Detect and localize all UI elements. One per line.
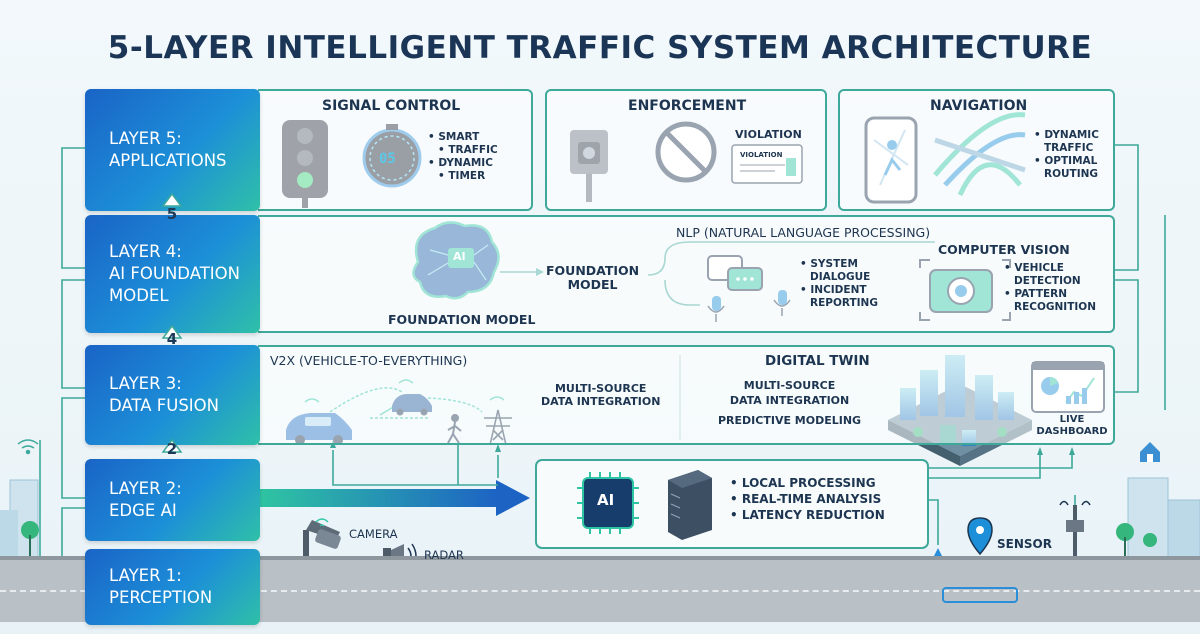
edge-chip-label: AI: [597, 491, 615, 509]
camera-pole-icon: [303, 518, 341, 560]
step-arrows: [161, 192, 183, 453]
bullet-item: LOCAL PROCESSING: [730, 475, 885, 491]
bullet-item: REPORTING: [810, 297, 878, 310]
smart-home-icon: [1140, 442, 1160, 462]
brain-chip-label: AI: [453, 250, 466, 263]
wifi-icon: [17, 439, 39, 455]
bullet-item: INCIDENT: [800, 284, 878, 297]
bullet-item: VEHICLE: [1004, 262, 1096, 275]
layer-number: LAYER 1:: [109, 565, 182, 585]
digital-twin-lines: MULTI-SOURCE DATA INTEGRATION PREDICTIVE…: [718, 378, 861, 428]
bullet-item: DYNAMIC: [428, 157, 498, 170]
layer-3-box[interactable]: LAYER 3: DATA FUSION: [85, 345, 260, 445]
bullet-item: REAL-TIME ANALYSIS: [730, 491, 885, 507]
arrowhead: [495, 444, 501, 452]
stopwatch-display: 05: [379, 151, 396, 167]
navigation-bullets: DYNAMIC TRAFFIC OPTIMAL ROUTING: [1034, 129, 1099, 182]
bullet-item: TIMER: [428, 170, 498, 183]
label-line: PREDICTIVE MODELING: [718, 413, 862, 427]
node-line: MODEL: [567, 277, 618, 293]
data-integration-label: MULTI-SOURCE DATA INTEGRATION: [541, 382, 661, 408]
navigation-panel: [838, 89, 1115, 211]
bullet-item: OPTIMAL: [1034, 155, 1099, 168]
layer-4-box[interactable]: LAYER 4: AI FOUNDATION MODEL: [85, 215, 260, 333]
foundation-model-node: FOUNDATION MODEL: [546, 263, 640, 293]
bullet-item: SYSTEM: [800, 258, 878, 271]
edge-flow-arrow: [258, 480, 530, 516]
computer-vision-title: COMPUTER VISION: [938, 242, 1070, 257]
enforcement-panel: [545, 89, 827, 211]
nlp-title: NLP (NATURAL LANGUAGE PROCESSING): [676, 225, 931, 240]
label-line: LIVE: [1059, 414, 1085, 425]
road-sensor-loop: [942, 587, 1018, 603]
ai-chip-icon: [577, 472, 639, 534]
right-city-buildings: [1116, 477, 1200, 559]
foundation-model-caption: FOUNDATION MODEL: [388, 312, 536, 327]
node-line: FOUNDATION: [546, 263, 640, 278]
left-city-buildings: [0, 479, 39, 559]
layer-2-box[interactable]: LAYER 2: EDGE AI: [85, 459, 260, 541]
signal-control-title: SIGNAL CONTROL: [322, 98, 461, 114]
label-line: DATA INTEGRATION: [729, 394, 850, 408]
radar-label: RADAR: [424, 548, 464, 562]
road-curb: [0, 556, 1200, 561]
server-icon: [668, 470, 712, 540]
ticket-label: VIOLATION: [740, 151, 783, 159]
bullet-item: RECOGNITION: [1014, 301, 1096, 314]
page-title: 5-LAYER INTELLIGENT TRAFFIC SYSTEM ARCHI…: [107, 30, 1093, 66]
label-line: DASHBOARD: [1036, 425, 1108, 437]
edge-ai-bullets: LOCAL PROCESSING REAL-TIME ANALYSIS LATE…: [730, 475, 885, 524]
layer-name: DATA FUSION: [109, 396, 219, 415]
layer-number: LAYER 5:: [109, 128, 182, 148]
bullet-item: DETECTION: [1014, 275, 1081, 288]
bullet-item: PATTERN: [1004, 288, 1096, 301]
layer-name: APPLICATIONS: [109, 151, 227, 170]
arrowhead: [1037, 447, 1043, 455]
bullet-item: ROUTING: [1044, 168, 1099, 181]
computer-vision-bullets: VEHICLE DETECTION PATTERN RECOGNITION: [1004, 262, 1096, 315]
sensor-mast-icon: [1059, 500, 1091, 560]
bullet-item: LATENCY REDUCTION: [730, 507, 885, 523]
ai-foundation-panel: [258, 215, 1115, 333]
layer-number: LAYER 3:: [109, 373, 182, 393]
layer-number: LAYER 2:: [109, 478, 182, 498]
step-number-4: 4: [166, 330, 178, 348]
layer-1-box[interactable]: LAYER 1: PERCEPTION: [85, 549, 260, 625]
bullet-item: DYNAMIC: [1034, 129, 1099, 142]
label-line: MULTI-SOURCE: [554, 382, 647, 395]
camera-label: CAMERA: [349, 527, 398, 541]
label-line: DATA INTEGRATION: [541, 394, 661, 408]
road-lane-marking: [0, 590, 1200, 592]
layer-name: AI FOUNDATION: [109, 263, 240, 283]
arrowhead: [1069, 447, 1075, 455]
left-connector-lines: [39, 144, 1166, 590]
layer-5-box[interactable]: LAYER 5: APPLICATIONS: [85, 89, 260, 211]
signal-control-bullets: SMART TRAFFIC DYNAMIC TIMER: [428, 131, 498, 184]
sensor-label: SENSOR: [997, 537, 1052, 551]
enforcement-title: ENFORCEMENT: [628, 98, 747, 114]
label-line: MULTI-SOURCE: [743, 379, 836, 392]
live-dashboard-label: LIVE DASHBOARD: [1036, 414, 1108, 437]
violation-label: VIOLATION: [735, 128, 802, 141]
layer-number: LAYER 4:: [109, 241, 182, 261]
data-fusion-panel: [258, 345, 1115, 445]
layer-name: EDGE AI: [109, 501, 177, 520]
step-number-2: 2: [166, 440, 178, 458]
bullet-item: TRAFFIC: [1044, 142, 1094, 155]
bullet-item: TRAFFIC: [428, 144, 497, 157]
location-pin-icon: [967, 517, 993, 556]
v2x-title: V2X (VEHICLE-TO-EVERYTHING): [270, 353, 468, 368]
bullet-item: DIALOGUE: [810, 271, 871, 284]
layer-name: PERCEPTION: [109, 588, 213, 607]
bullet-item: SMART: [428, 131, 498, 144]
navigation-title: NAVIGATION: [930, 98, 1028, 114]
digital-twin-title: DIGITAL TWIN: [765, 353, 870, 369]
nlp-bullets: SYSTEM DIALOGUE INCIDENT REPORTING: [800, 258, 878, 311]
layer-name: MODEL: [109, 286, 169, 306]
step-number-5: 5: [166, 205, 178, 223]
